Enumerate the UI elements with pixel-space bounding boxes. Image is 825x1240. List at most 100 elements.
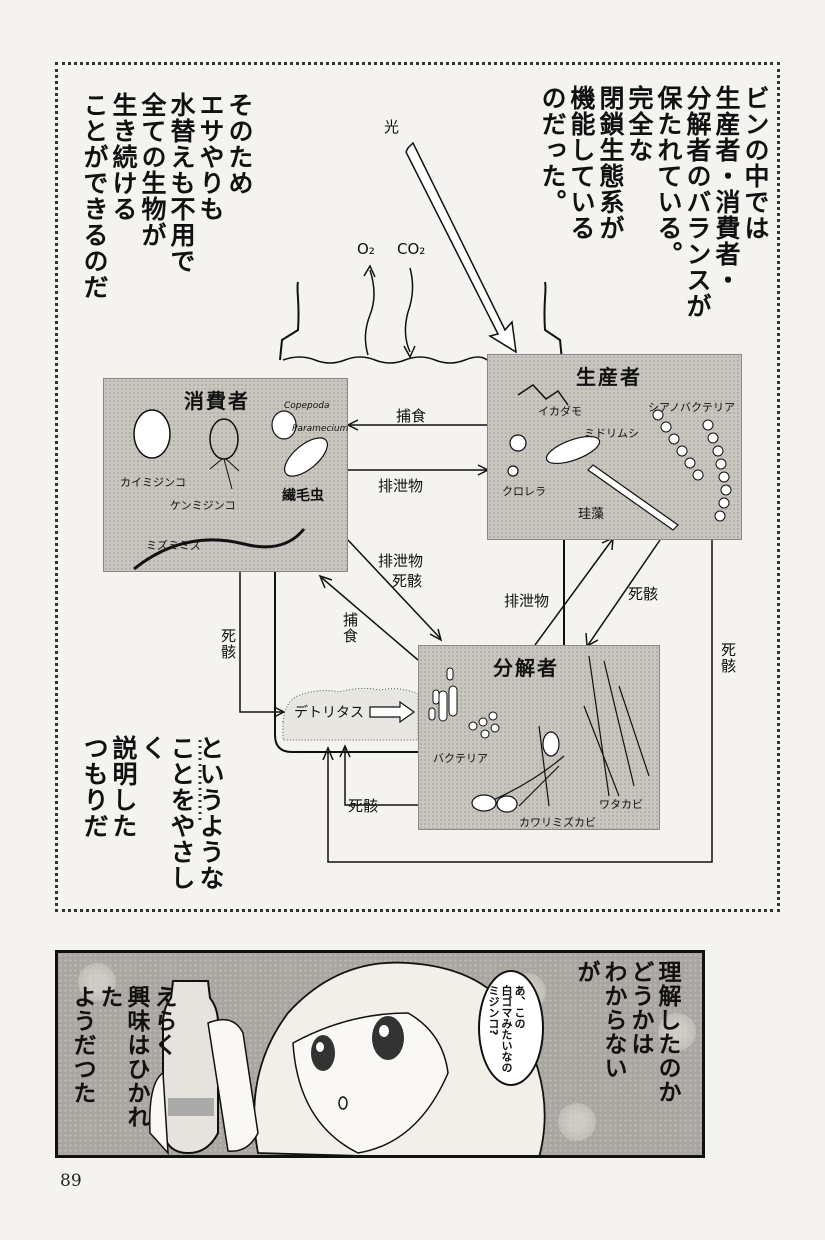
light-label: 光 bbox=[384, 118, 400, 136]
organism-label: バクテリア bbox=[433, 752, 488, 765]
excretion-producer-label: 排泄物 bbox=[504, 592, 550, 610]
organism-label: イカダモ bbox=[538, 405, 582, 418]
hand-icon bbox=[207, 1018, 259, 1152]
narration-line: 理解したのか bbox=[654, 960, 680, 1104]
excretion-death-label-1: 排泄物 bbox=[378, 552, 424, 570]
explanation-panel bbox=[55, 62, 780, 912]
decomposer-box: 分解者 バクテリア カワリミズカビ ワタカビ bbox=[418, 645, 660, 830]
organism-label: Copepoda bbox=[284, 401, 330, 411]
organism-label: クロレラ bbox=[502, 485, 546, 498]
organism-label: 繊毛虫 bbox=[282, 488, 324, 504]
excretion-death-arrow bbox=[347, 539, 441, 639]
comic-panel bbox=[55, 950, 705, 1158]
narration-line: 完全な bbox=[625, 85, 654, 163]
narration-line: 生き続ける bbox=[109, 92, 138, 222]
organism-label: ケンミジンコ bbox=[170, 499, 236, 512]
organism-label: カワリミズカビ bbox=[519, 816, 596, 829]
copepod-icon bbox=[271, 410, 297, 440]
water-surface bbox=[282, 356, 488, 364]
bacteria-icon bbox=[428, 667, 500, 739]
speech-line: あ、この bbox=[513, 985, 526, 1029]
narration-line: 興味はひかれた bbox=[96, 985, 149, 1129]
decomposer-organisms-illustration bbox=[428, 655, 650, 813]
girl-with-bottle-illustration bbox=[149, 961, 546, 1155]
decomposer-title: 分解者 bbox=[493, 656, 559, 680]
scenedesmus-icon bbox=[517, 384, 569, 406]
narration-left: そのため エサやりも 水替えも不用で 全ての生物が 生き続ける ことができるのだ bbox=[80, 92, 254, 322]
narration-line: 説明した bbox=[109, 735, 138, 839]
organism-label: シアノバクテリア bbox=[648, 401, 736, 414]
bottle-body-left bbox=[274, 380, 418, 753]
diatom-icon bbox=[587, 464, 679, 531]
mouth bbox=[338, 1096, 348, 1110]
organism-label: カイミジンコ bbox=[120, 476, 186, 489]
consumer-box: 消費者 Copepoda Paramecium カイミジンコ ケンミジンコ 繊毛… bbox=[103, 378, 348, 572]
chlorella-icon bbox=[509, 434, 527, 452]
comic-narration-right: 理解したのか どうかは わからない が bbox=[572, 960, 680, 1150]
predation-mid-label: 捕食 bbox=[341, 612, 359, 644]
bottle-neck-left bbox=[279, 281, 300, 361]
producer-organisms-illustration bbox=[507, 384, 732, 531]
narration-line: が bbox=[573, 960, 599, 984]
hand-icon bbox=[149, 1071, 169, 1155]
comic-narration-left: えらく 興味はひかれた ようだつた bbox=[68, 985, 176, 1150]
narration-line: のだった。 bbox=[538, 85, 567, 215]
excretion-label: 排泄物 bbox=[378, 477, 424, 495]
narration-line: 生産者・消費者・ bbox=[712, 85, 741, 293]
blossom-icon bbox=[78, 963, 116, 1001]
producer-box: 生産者 イカダモ シアノバクテリア ミドリムシ クロレラ 珪藻 bbox=[487, 354, 742, 540]
narration-line: えらく bbox=[150, 985, 176, 1057]
detritus-mound bbox=[282, 687, 419, 741]
detritus-arrow bbox=[369, 700, 416, 724]
bottle-sediment bbox=[168, 1098, 214, 1116]
death-left-path bbox=[239, 572, 282, 713]
left-eye bbox=[311, 1035, 335, 1071]
narration-bottom-left: というような ことをやさしく 説明した つもりだ bbox=[80, 735, 225, 905]
narration-line: どうかは bbox=[627, 960, 653, 1056]
narration-line: ビンの中では bbox=[741, 85, 770, 241]
narration-line: 保たれている。 bbox=[654, 85, 683, 267]
organism-label: ミドリムシ bbox=[584, 427, 639, 440]
death-bottom-path bbox=[344, 748, 418, 806]
death-producer-label: 死骸 bbox=[628, 585, 659, 603]
death-bottom-label: 死骸 bbox=[348, 797, 379, 815]
excretion-producer-arrow bbox=[534, 539, 613, 646]
organism-label: ワタカビ bbox=[599, 798, 643, 811]
narration-line: 閉鎖生態系が bbox=[596, 85, 625, 241]
narration-line: ようだつた bbox=[69, 985, 95, 1105]
blossom-icon bbox=[658, 1013, 696, 1051]
light-arrow bbox=[405, 141, 517, 354]
right-eye bbox=[372, 1016, 404, 1060]
predation-label: 捕食 bbox=[396, 407, 427, 425]
organism-label: ミズミミズ bbox=[146, 539, 201, 552]
narration-line: ことができるのだ bbox=[80, 92, 109, 300]
paramecium-icon bbox=[284, 437, 328, 477]
narration-line: 全ての生物が bbox=[138, 92, 167, 248]
death-left-label: 死骸 bbox=[219, 628, 237, 660]
producer-title: 生産者 bbox=[576, 365, 642, 389]
organism-label: Paramecium bbox=[292, 424, 349, 434]
speech-bubble bbox=[478, 970, 544, 1086]
consumer-title: 消費者 bbox=[184, 389, 250, 413]
narration-right: ビンの中では 生産者・消費者・ 分解者のバランスが 保たれている。 完全な 閉鎖… bbox=[538, 85, 770, 345]
death-right-label: 死骸 bbox=[719, 642, 737, 674]
blastocladia-icon bbox=[471, 725, 565, 813]
o2-label: O₂ bbox=[357, 240, 375, 258]
speech-text: あ、この 白ゴマみたいなの ミジンコ? bbox=[487, 985, 526, 1073]
cyanobacteria-icon bbox=[652, 409, 732, 522]
narration-line: 分解者のバランスが bbox=[683, 85, 712, 319]
organism-label: 珪藻 bbox=[578, 507, 605, 522]
narration-line: エサやりも bbox=[196, 92, 225, 222]
consumer-organisms-illustration bbox=[133, 409, 328, 571]
narration-line: わからない bbox=[600, 960, 626, 1080]
bottle-neck-right bbox=[543, 281, 563, 361]
co2-arrow bbox=[404, 267, 414, 353]
narration-line: ことをやさしく bbox=[138, 735, 196, 891]
cyclops-icon bbox=[209, 418, 239, 460]
o2-arrow bbox=[364, 269, 375, 356]
death-producer-arrow bbox=[587, 539, 661, 646]
speech-line: ミジンコ? bbox=[487, 985, 500, 1036]
death-right-path bbox=[300, 540, 713, 863]
